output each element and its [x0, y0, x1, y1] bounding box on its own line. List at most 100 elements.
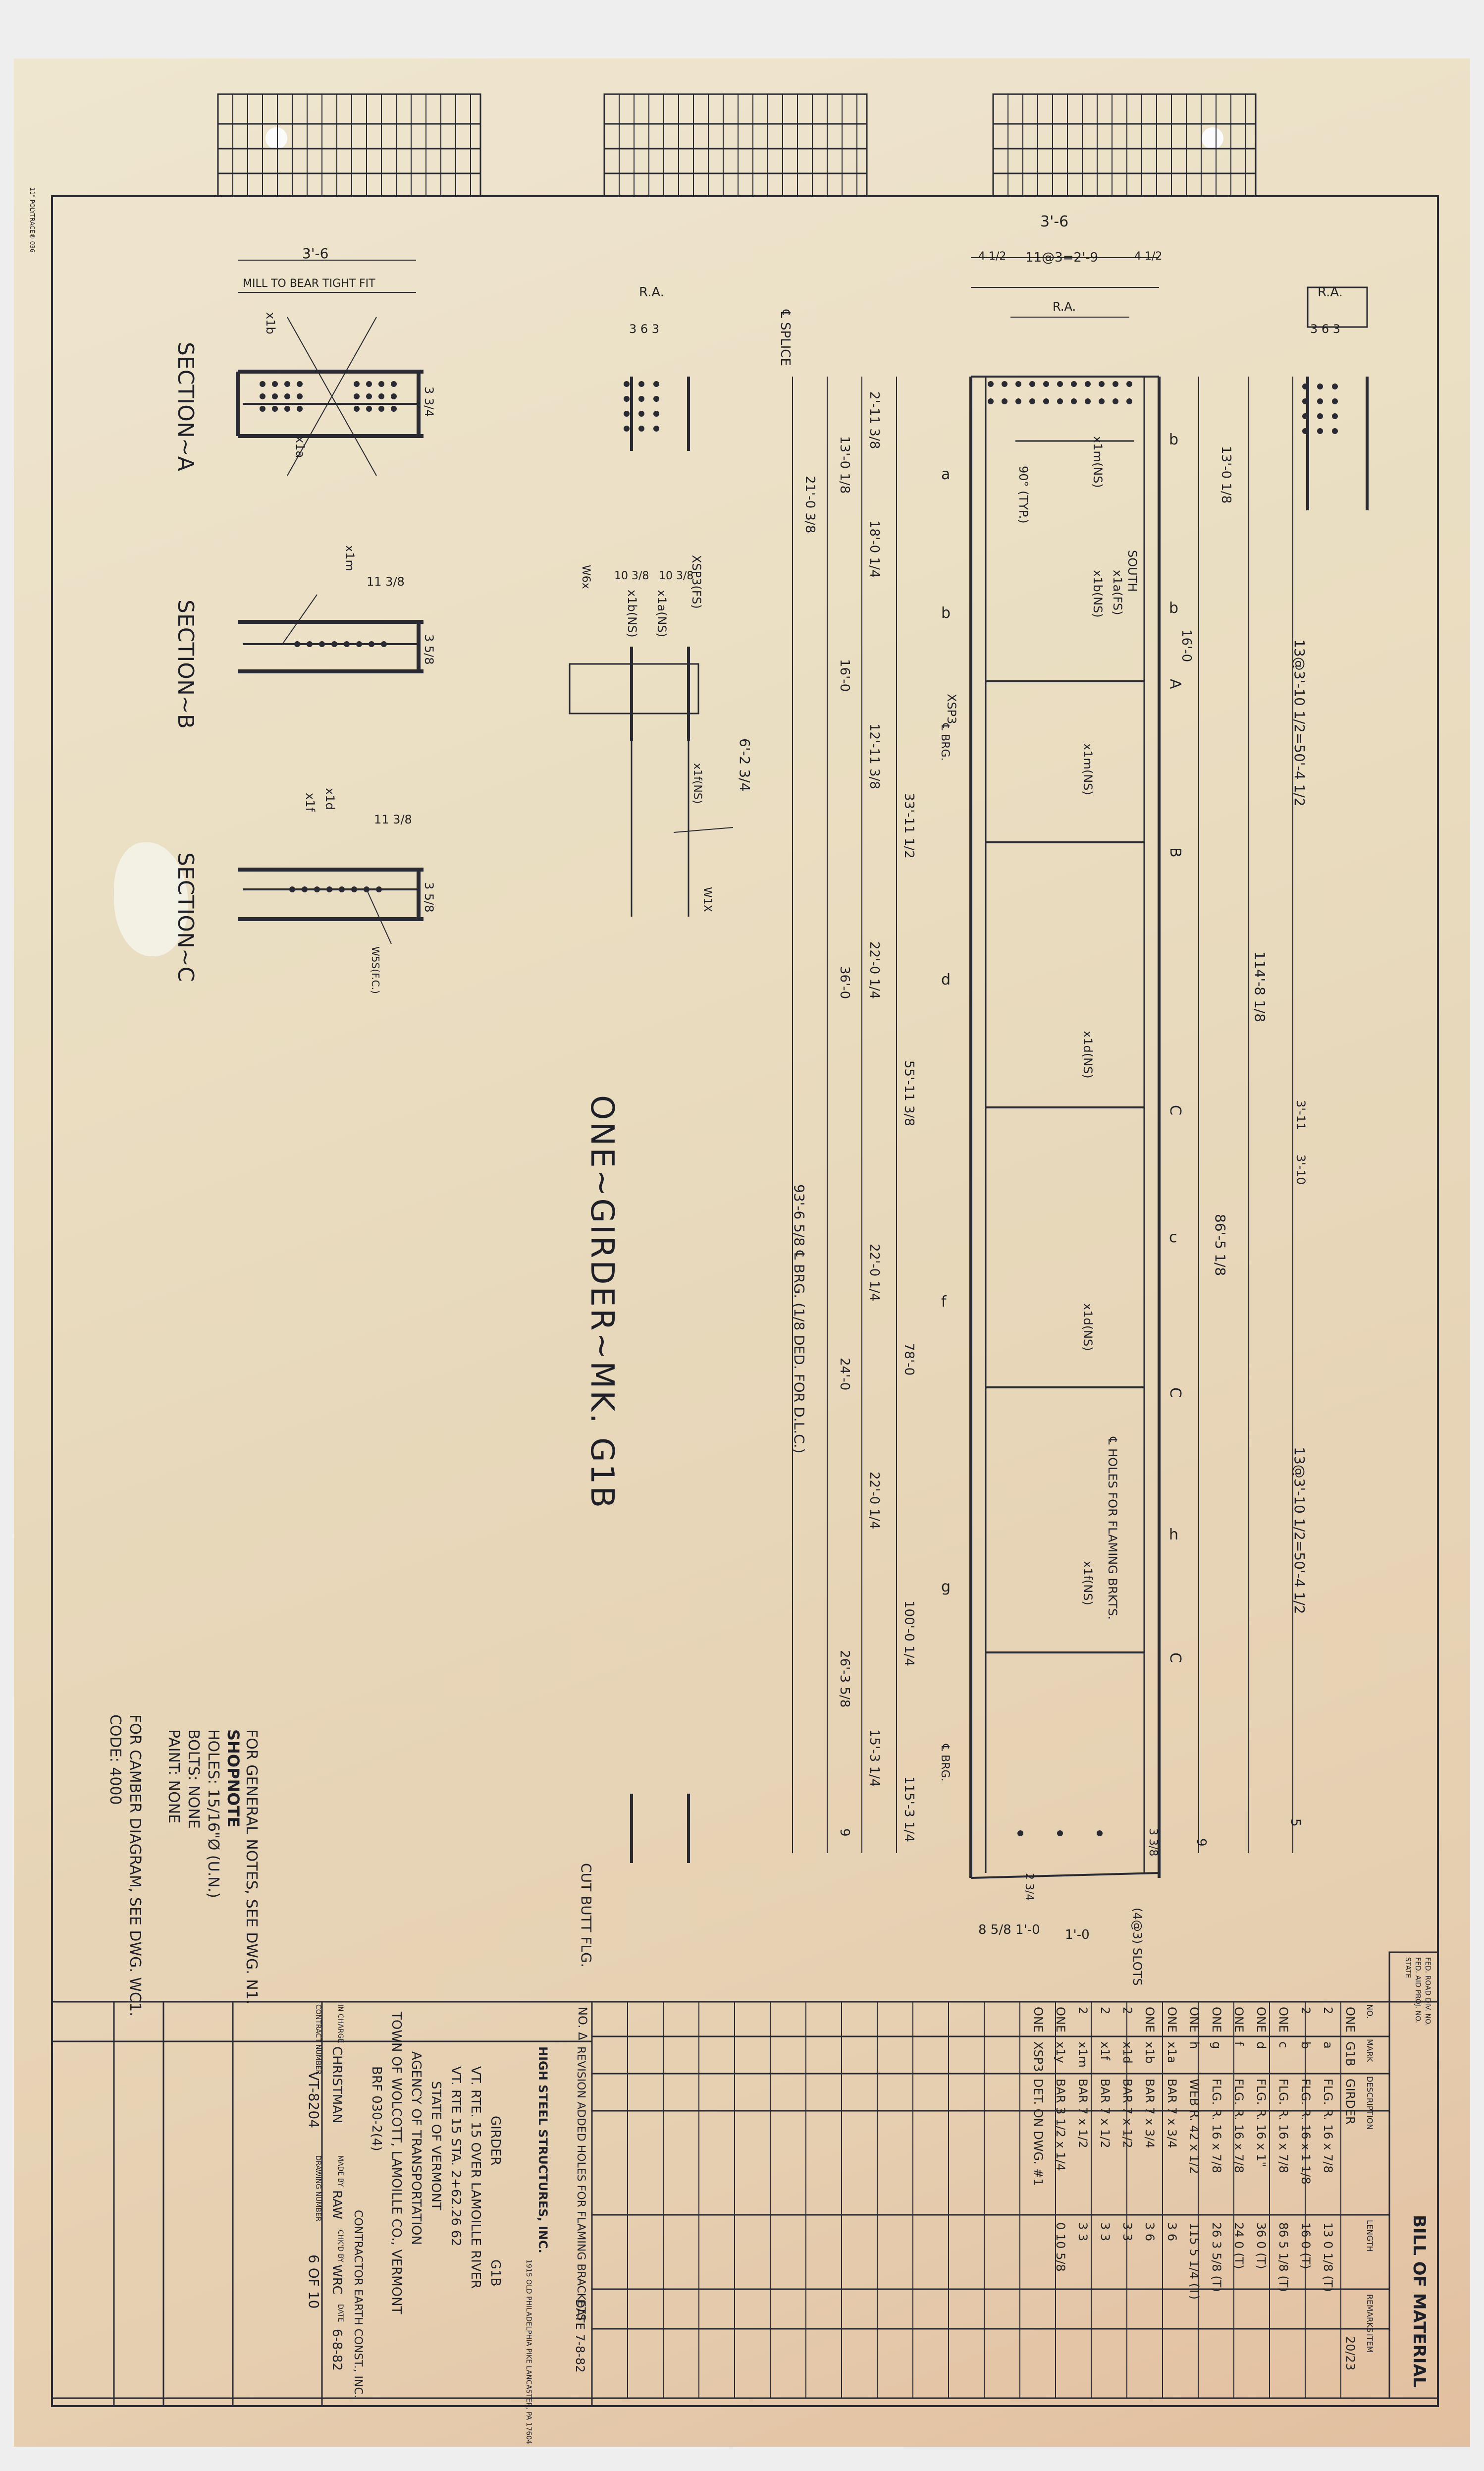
bolt-hole	[272, 406, 278, 412]
bom-cell: x1f	[1098, 2041, 1112, 2060]
title-girder: GIRDER	[488, 2116, 503, 2166]
end-dim: 3 3/8	[1147, 1828, 1159, 1857]
bolt-hole	[638, 426, 644, 432]
bolt-hole	[1302, 428, 1308, 434]
rev-text: REVISION ADDED HOLES FOR FLAMING BRACKET…	[575, 2046, 587, 2321]
bolt-hole	[294, 641, 300, 647]
bom-cell: 24 0 (T)	[1232, 2222, 1246, 2269]
splice-callout: x1b(NS)	[625, 590, 639, 638]
bolt-hole	[653, 396, 659, 402]
bolt-hole	[378, 393, 384, 399]
bom-cell: ONE	[1165, 2007, 1179, 2033]
bolt-hole	[1099, 398, 1105, 404]
chkd-label: CHK'D BY	[336, 2230, 344, 2262]
title-line: VT. RTE 15 STA. 2+62.26 62	[448, 2066, 463, 2247]
bolt-hole	[366, 406, 372, 412]
bolt-hole	[260, 393, 265, 399]
bolt-hole	[624, 381, 630, 387]
bolt-hole	[289, 886, 295, 892]
girder-mark: c	[1169, 1229, 1177, 1246]
girder-note: x1d(NS)	[1081, 1031, 1095, 1079]
bolt-hole	[1015, 381, 1021, 387]
bolts-note: BOLTS: NONE	[185, 1729, 202, 1829]
bom-cell: a	[1321, 2041, 1335, 2049]
bolt-hole	[284, 393, 290, 399]
bom-cell: BAR 7 x 1/2	[1120, 2079, 1134, 2148]
girder-mark: f	[941, 1293, 947, 1311]
girder-left-dim: 24'-0	[837, 1358, 852, 1391]
bolt-hole	[319, 641, 325, 647]
bolt-hole	[344, 641, 350, 647]
girder-left-dim: 13'-0 1/8	[837, 436, 852, 494]
bolt-hole	[391, 393, 397, 399]
bom-cell: ONE	[1276, 2007, 1290, 2033]
bolt-hole	[1099, 381, 1105, 387]
bolt-hole	[369, 641, 374, 647]
bolt-hole	[354, 406, 360, 412]
bolt-hole	[354, 393, 360, 399]
bolt-hole	[1002, 381, 1007, 387]
bom-cell: 2	[1321, 2007, 1335, 2015]
section-c-callout: x1d	[323, 788, 337, 810]
girder-mark: g	[941, 1578, 951, 1595]
bolt-hole	[1015, 398, 1021, 404]
girder-top-dim: 11@3=2'-9	[1025, 250, 1099, 265]
splice-callout: W1X	[701, 887, 713, 912]
section-a-label: SECTION~A	[173, 342, 198, 471]
bom-cell: FLG. R. 16 x 1 1/8	[1299, 2079, 1313, 2185]
punch-hole	[265, 127, 287, 149]
fed-aid-label: FED. AID PROJ. NO.	[1414, 1957, 1422, 2024]
bolt-hole	[1302, 384, 1308, 389]
bolt-hole	[1113, 381, 1118, 387]
girder-mark: h	[1169, 1526, 1179, 1543]
drawing-border	[51, 195, 1439, 2407]
bolt-hole	[1317, 428, 1323, 434]
bom-cell: 3 3	[1076, 2222, 1090, 2242]
bolt-hole	[351, 886, 357, 892]
girder-left-dim: 26'-3 5/8	[837, 1650, 852, 1708]
shopnote-heading: SHOPNOTE	[224, 1729, 243, 1828]
bom-cell: FLG. R. 16 x 7/8	[1232, 2079, 1246, 2173]
bolt-hole	[378, 406, 384, 412]
bolt-hole	[653, 381, 659, 387]
section-c-callout: 11 3/8	[374, 813, 412, 826]
title-line: STATE OF VERMONT	[428, 2081, 443, 2210]
bolt-hole	[1071, 381, 1077, 387]
bolt-hole	[1332, 398, 1338, 404]
girder-note: ℄ BRG.	[939, 723, 951, 761]
section-a-drawing	[236, 260, 424, 476]
bolt-hole	[302, 886, 308, 892]
girder-right-dim: 9	[1194, 1838, 1209, 1847]
bom-cell: 3 3	[1098, 2222, 1112, 2242]
girder-note: ℄ HOLES FOR FLAMING BRKTS.	[1106, 1437, 1119, 1620]
girder-left-dim: 16'-0	[837, 659, 852, 692]
bolt-hole	[314, 886, 320, 892]
girder-note: 90° (TYP.)	[1016, 466, 1030, 524]
fed-aid-label: STATE	[1404, 1957, 1412, 1978]
bolt-hole	[307, 641, 313, 647]
bom-cell: x1m	[1076, 2041, 1090, 2068]
girder-top-dim: R.A.	[1053, 300, 1076, 314]
bom-cell: ONE	[1031, 2007, 1045, 2033]
rev-date: DATE 7-8-82	[573, 2299, 587, 2373]
bom-cell: GIRDER	[1343, 2079, 1357, 2125]
bom-cell: XSP3	[1031, 2041, 1045, 2072]
bolt-hole	[1085, 398, 1091, 404]
splice-callout: 10 3/8	[614, 570, 649, 582]
bom-cell: 2	[1120, 2007, 1134, 2015]
fed-aid-label: FED. ROAD DIV. NO.	[1424, 1957, 1431, 2026]
girder-left-dim: 78'-0	[901, 1343, 916, 1376]
rev-no: NO. Δ	[576, 2007, 589, 2040]
date-label: DATE	[336, 2304, 344, 2322]
girder-right-dim: 16'-0	[1179, 629, 1194, 662]
girder-note: x1m(NS)	[1081, 743, 1095, 795]
bolt-hole	[638, 411, 644, 417]
girder-overall-dim: 93'-6 5/8 ℄ BRG. (1/8 DED. FOR D.L.C.)	[791, 1184, 807, 1454]
bom-cell: 0 10 5/8	[1054, 2222, 1067, 2272]
bolt-hole	[653, 411, 659, 417]
bolt-hole	[297, 393, 303, 399]
title-line: AGENCY OF TRANSPORTATION	[409, 2051, 424, 2245]
girder-top-dim: 4 1/2	[978, 250, 1007, 263]
bom-cell: ONE	[1143, 2007, 1157, 2033]
contract-label: CONTRACT NUMBER	[314, 2004, 322, 2075]
